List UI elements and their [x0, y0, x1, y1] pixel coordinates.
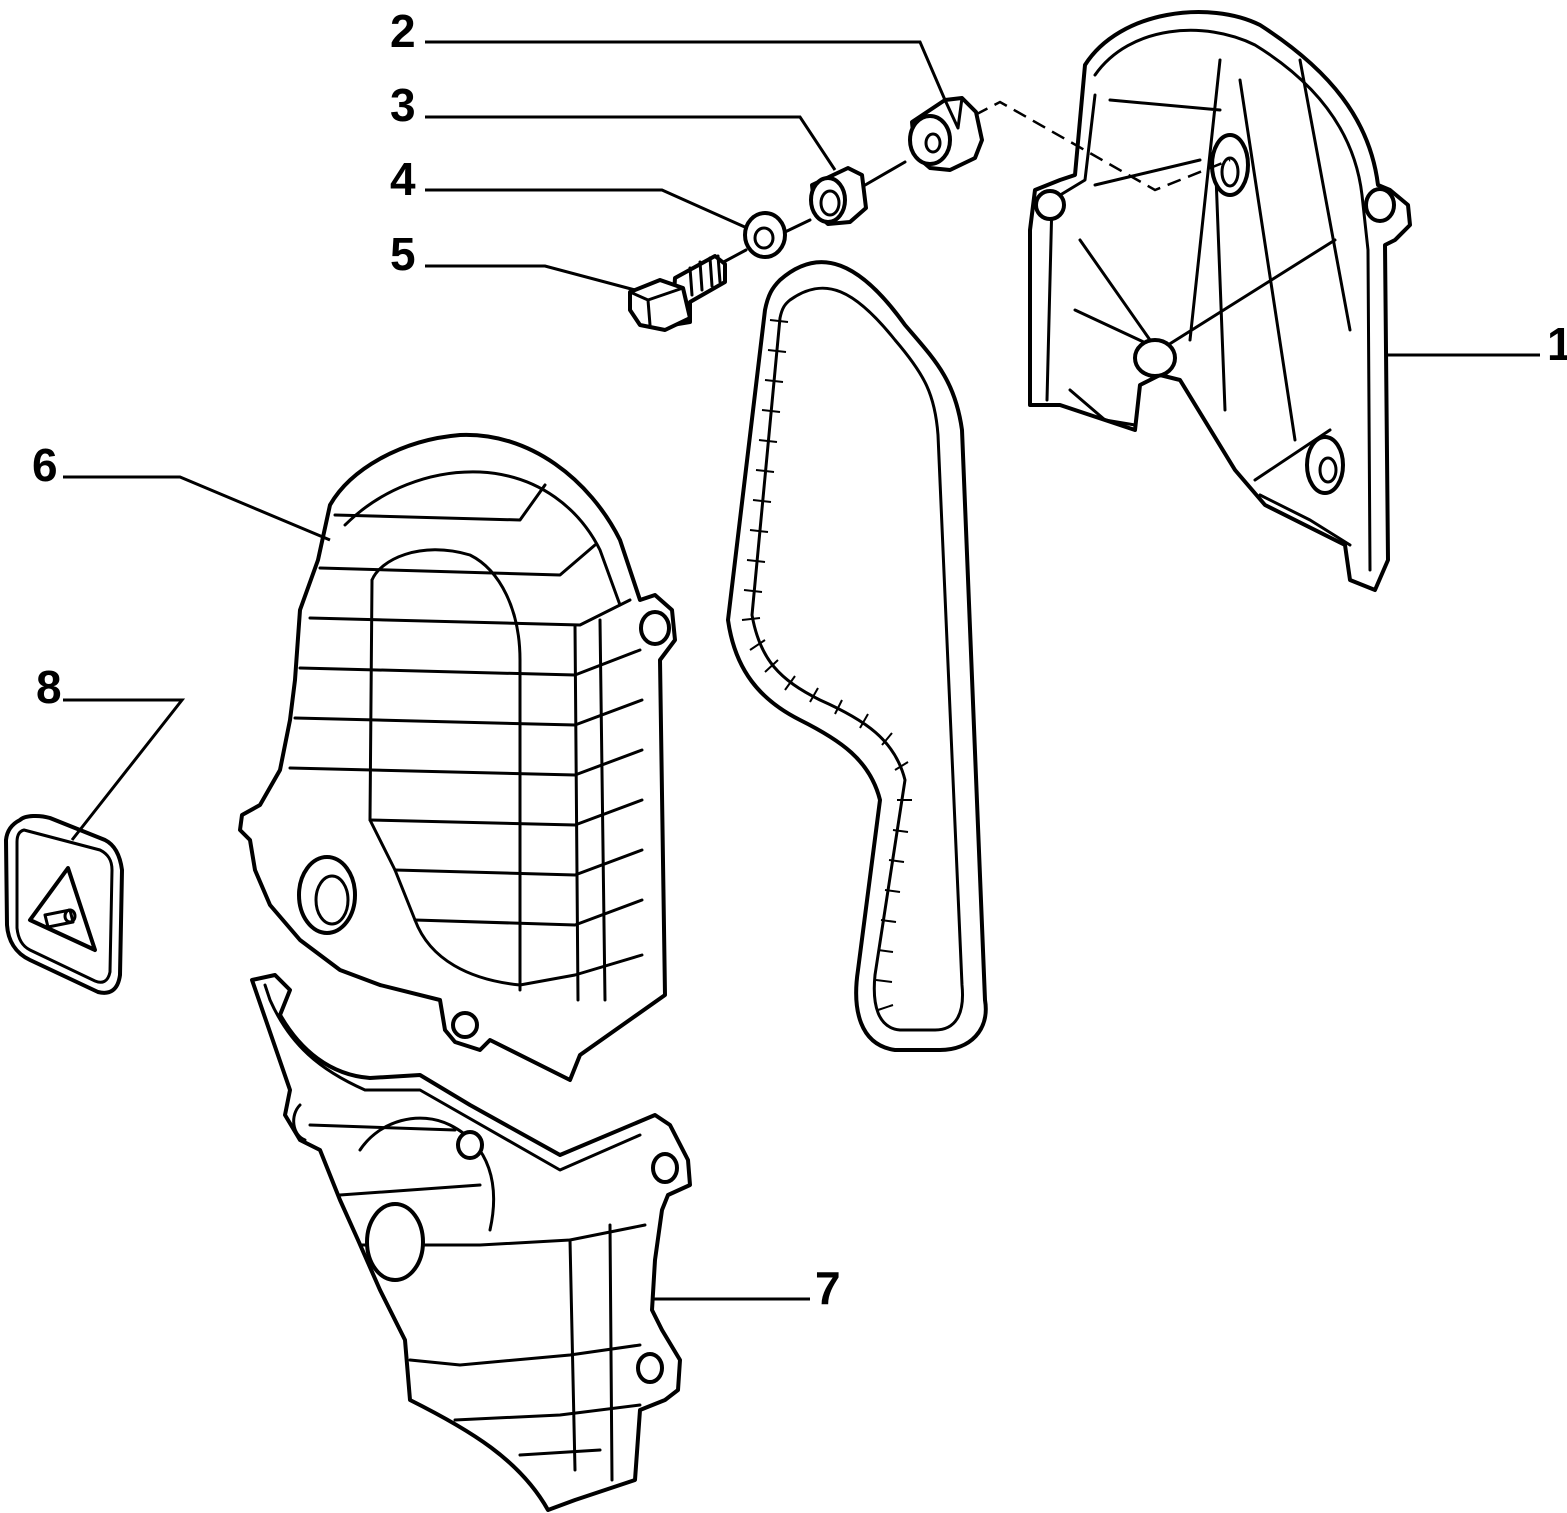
leader-4 — [425, 188, 748, 230]
callout-4: 4 — [390, 153, 416, 205]
tensioner-pulley — [908, 96, 984, 172]
assembly-dashed-line — [974, 100, 1231, 192]
front-timing-cover — [238, 432, 677, 1082]
bolt — [628, 254, 727, 332]
upper-timing-cover — [1028, 10, 1412, 592]
leader-lines — [63, 40, 1540, 1301]
timing-belt — [726, 260, 988, 1052]
leader-3 — [425, 115, 837, 171]
lower-timing-cover — [250, 973, 692, 1512]
spacer-bush — [809, 166, 868, 226]
callout-numbers: 1 2 3 4 5 6 7 8 — [32, 5, 1567, 1314]
warning-label — [4, 813, 124, 995]
leader-2 — [425, 40, 947, 101]
washer — [743, 211, 787, 259]
leader-6 — [63, 475, 331, 542]
tensioner-axis-line — [716, 160, 907, 267]
leader-8 — [63, 698, 186, 841]
callout-2: 2 — [390, 5, 416, 57]
leader-5 — [425, 264, 636, 292]
callout-3: 3 — [390, 79, 416, 131]
callout-8: 8 — [36, 661, 62, 713]
callout-7: 7 — [815, 1262, 841, 1314]
callout-1: 1 — [1547, 318, 1567, 370]
callout-5: 5 — [390, 228, 416, 280]
callout-6: 6 — [32, 439, 58, 491]
